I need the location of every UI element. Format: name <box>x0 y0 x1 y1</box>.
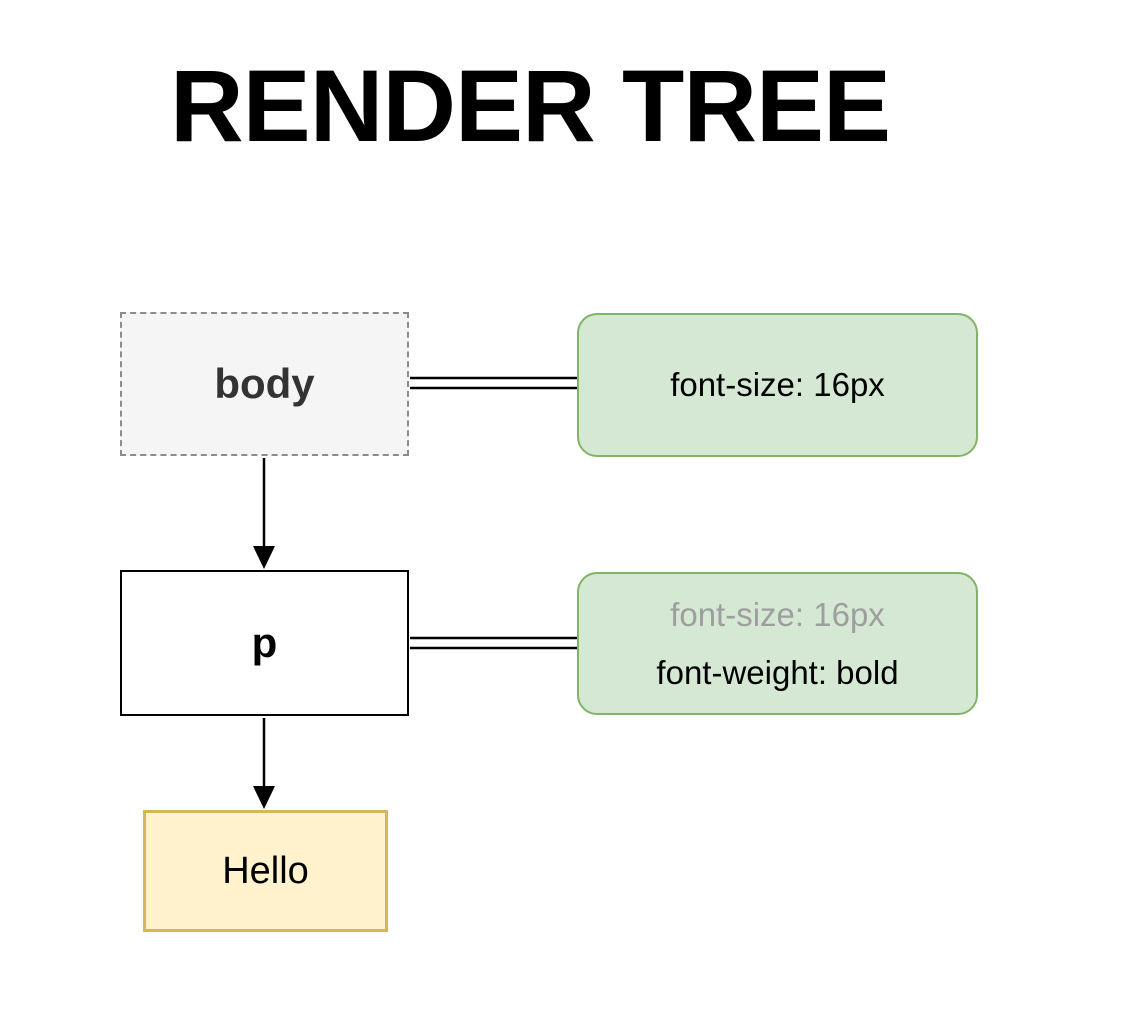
node-hello-label: Hello <box>222 849 309 892</box>
node-hello-text: Hello <box>143 810 388 932</box>
double-line-body-to-styles-icon <box>410 376 577 390</box>
style-box-p-line2: font-weight: bold <box>656 653 899 691</box>
diagram-title: RENDER TREE <box>170 49 891 163</box>
style-box-body: font-size: 16px <box>577 313 978 457</box>
arrow-down-body-to-p-icon <box>253 458 275 569</box>
style-box-body-line1: font-size: 16px <box>670 366 885 403</box>
double-line-p-to-styles-icon <box>410 636 577 650</box>
style-box-p-line1-inherited: font-size: 16px <box>670 595 885 633</box>
node-p: p <box>120 570 409 716</box>
node-p-label: p <box>251 619 278 666</box>
arrow-down-p-to-hello-icon <box>253 718 275 809</box>
node-body: body <box>120 312 409 456</box>
node-body-label: body <box>214 360 315 407</box>
style-box-p: font-size: 16px font-weight: bold <box>577 572 978 715</box>
